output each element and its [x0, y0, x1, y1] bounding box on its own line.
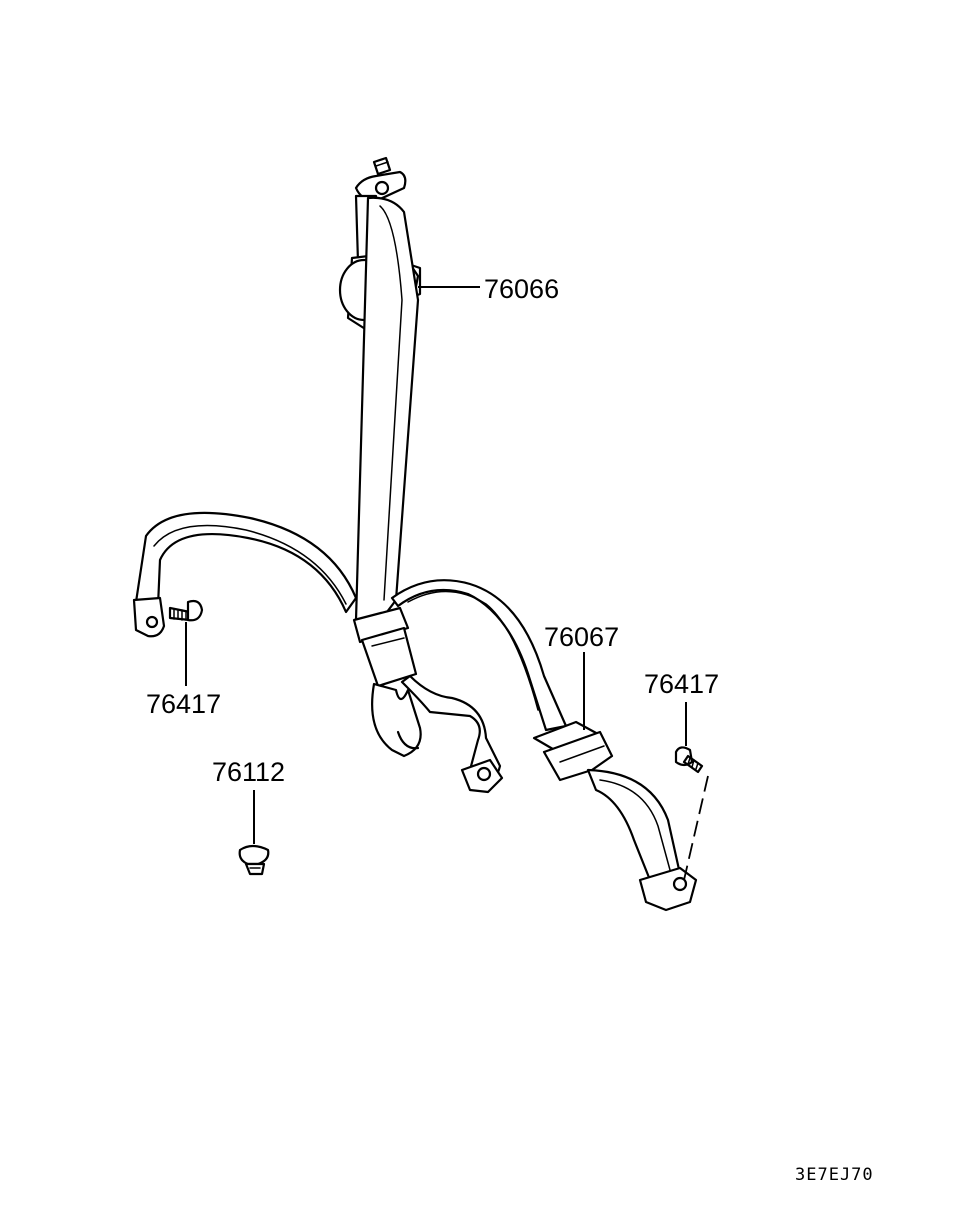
part-number-76066: 76066	[484, 274, 559, 304]
anchor-bolt-right-part	[674, 746, 704, 774]
upper-anchor-bolt	[354, 156, 407, 202]
part-number-76112: 76112	[212, 757, 285, 787]
leader-lines	[185, 286, 709, 881]
lap-belt-left	[132, 511, 358, 638]
buckle-head	[532, 720, 614, 782]
retractor-belt-assembly	[338, 156, 422, 688]
part-number-76067: 76067	[544, 622, 619, 652]
part-number-76417-left: 76417	[146, 689, 221, 719]
part-number-76417-right: 76417	[644, 669, 719, 699]
anchor-bolt-left-part	[168, 599, 204, 622]
clip-part	[238, 844, 270, 876]
belt-tongue	[352, 606, 418, 688]
drawing-code: 3E7EJ70	[795, 1165, 874, 1185]
buckle-belt-assembly	[390, 579, 698, 912]
center-strap	[371, 674, 504, 794]
